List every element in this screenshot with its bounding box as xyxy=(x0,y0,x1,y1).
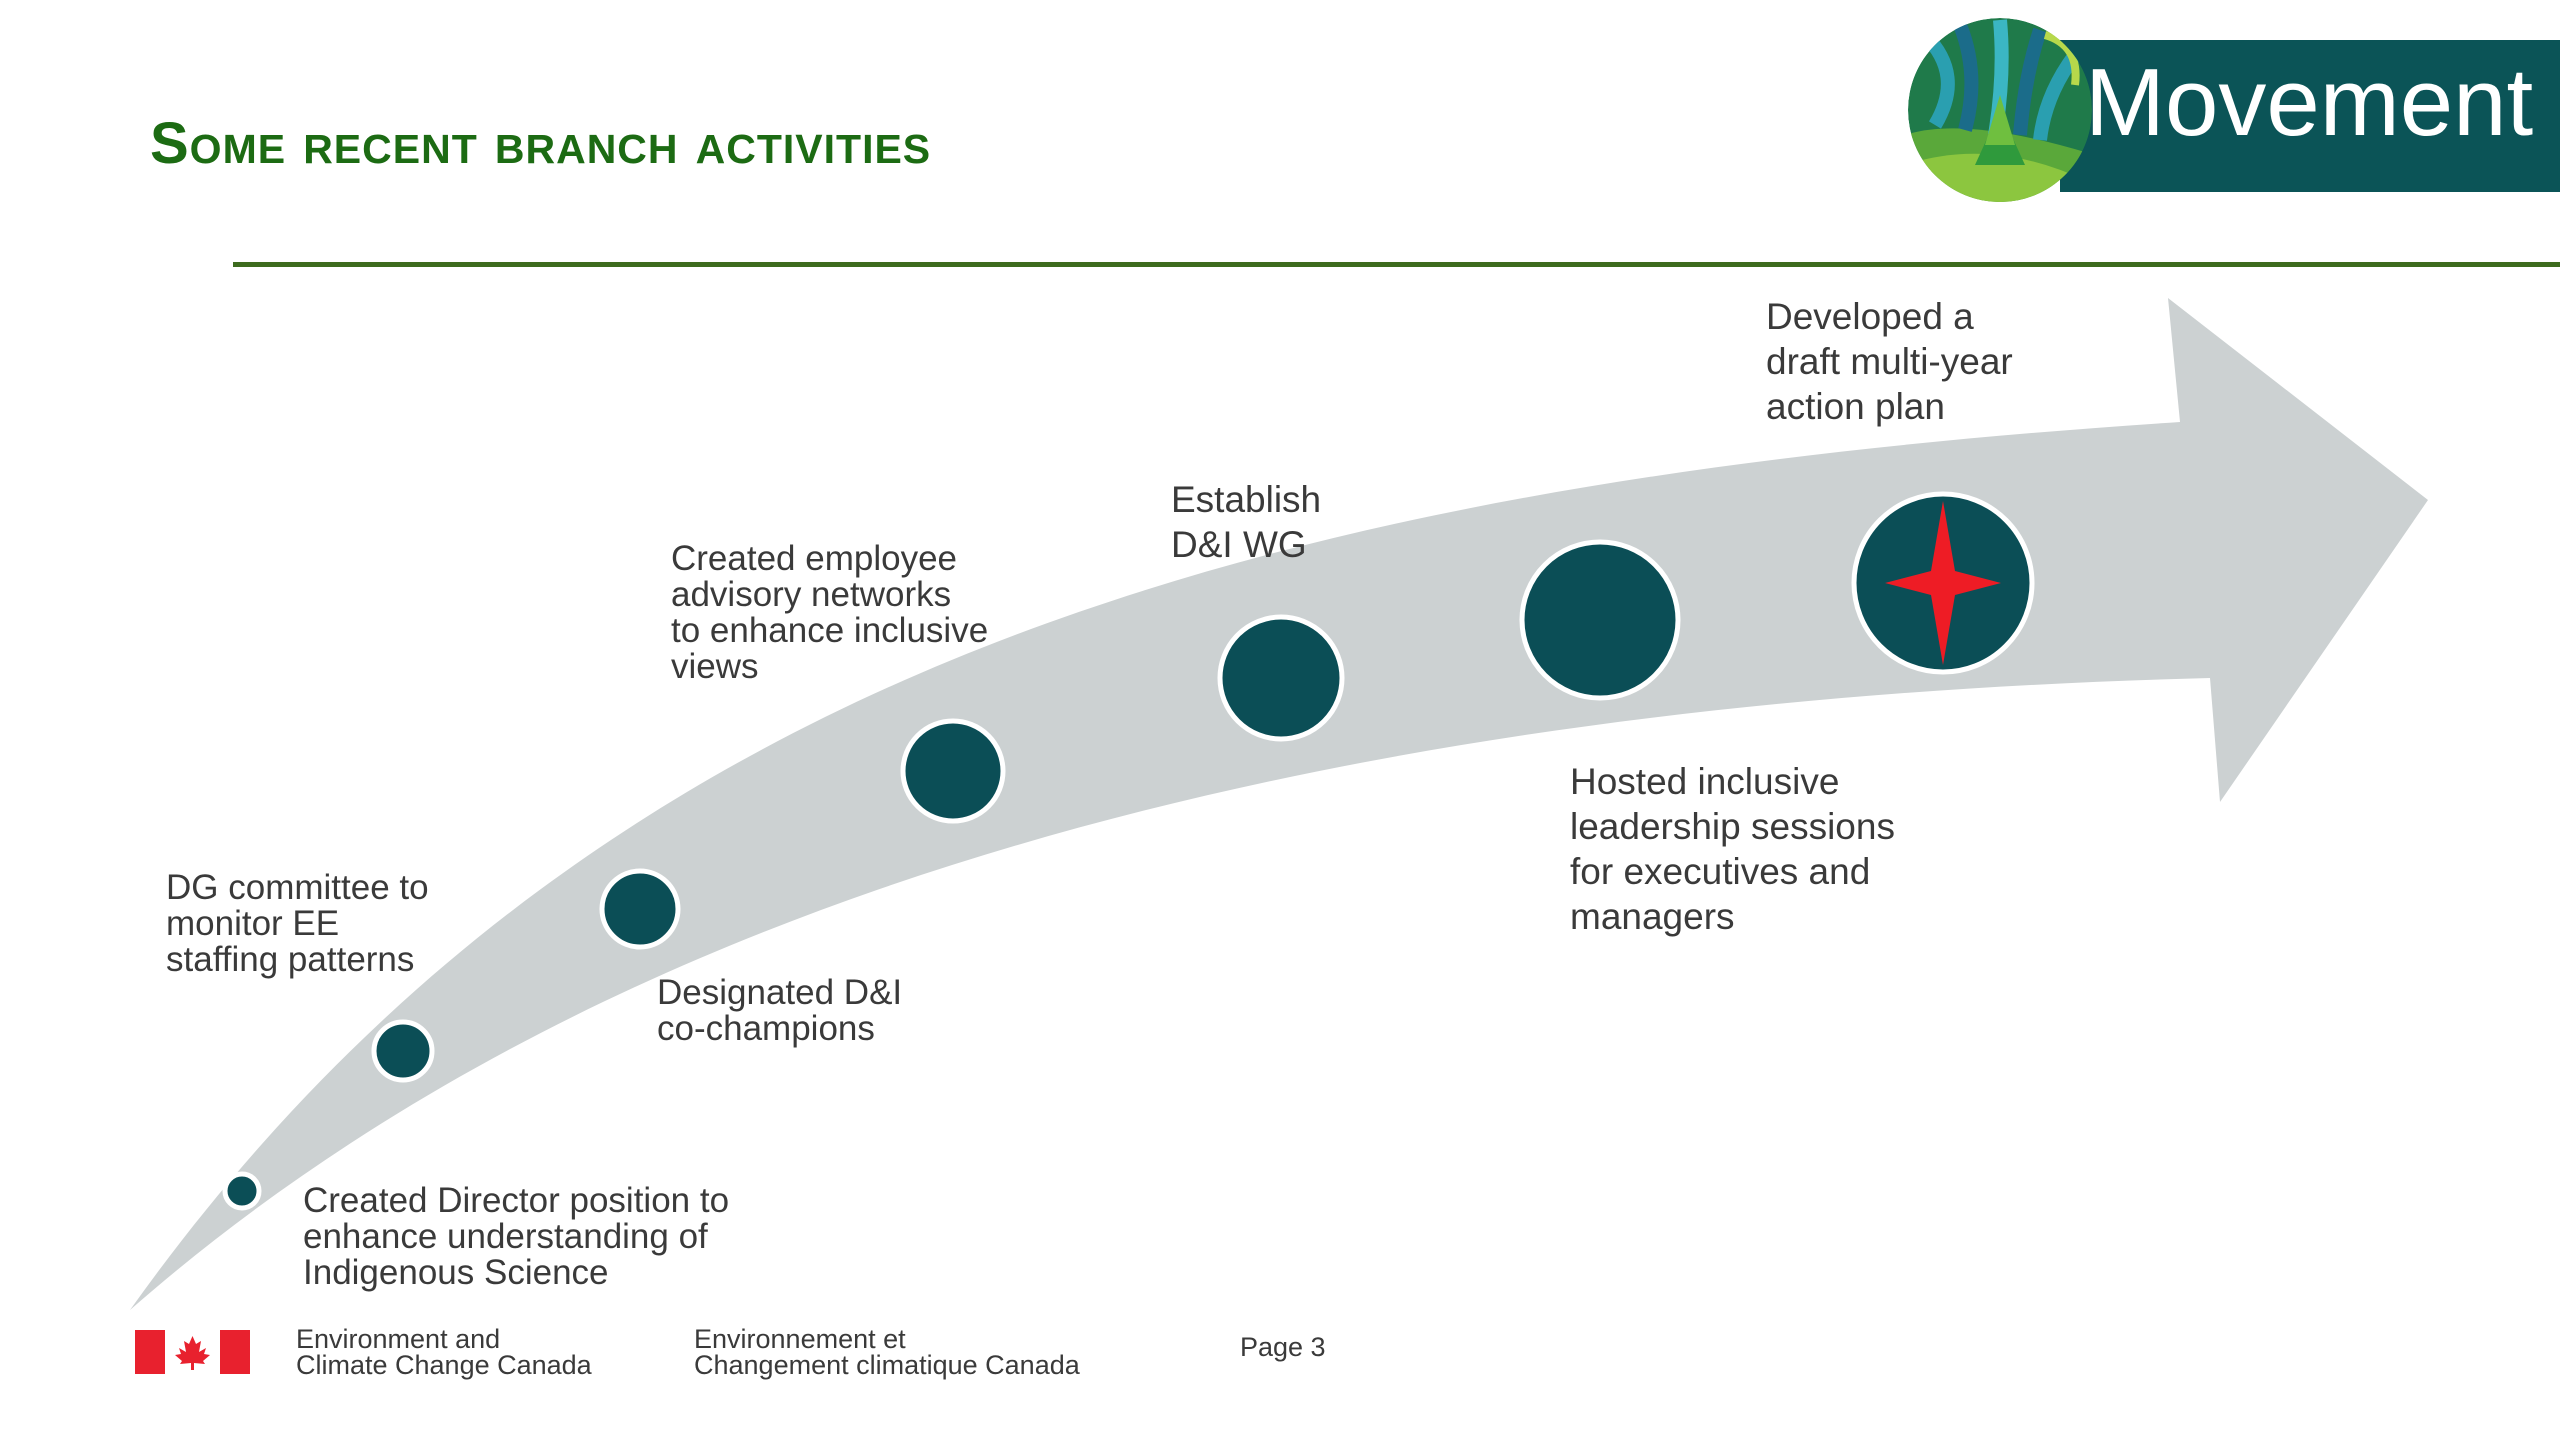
milestone-dot-1 xyxy=(222,1171,262,1211)
logo-banner xyxy=(2060,40,2560,192)
milestone-dot-6 xyxy=(1519,539,1681,701)
star-icon xyxy=(1885,501,2001,665)
milestone-dot-4 xyxy=(900,718,1006,824)
logo-emblem-icon xyxy=(1908,18,2092,202)
milestone-dot-5 xyxy=(1217,614,1345,742)
slide-title: Some recent branch activities xyxy=(150,111,932,176)
movement-logo: Movement xyxy=(1905,15,2560,205)
arrow-shape xyxy=(130,298,2428,1310)
activity-label-advisory-networks: Created employee advisory networks to en… xyxy=(671,539,989,686)
canada-flag-icon xyxy=(135,1330,250,1374)
activity-label-co-champions: Designated D&I co-champions xyxy=(657,973,903,1048)
footer-org-english: Environment and Climate Change Canada xyxy=(296,1324,592,1380)
logo-text: Movement xyxy=(2085,49,2534,156)
milestone-dot-3 xyxy=(599,868,681,950)
activity-label-dg-committee: DG committee to monitor EE staffing patt… xyxy=(166,868,429,979)
activity-label-action-plan: Developed a draft multi-year action plan xyxy=(1766,296,2013,427)
footer-org-french: Environnement et Changement climatique C… xyxy=(694,1324,1080,1380)
milestone-dot-2 xyxy=(371,1019,435,1083)
activity-label-leadership-sessions: Hosted inclusive leadership sessions for… xyxy=(1570,761,1895,937)
activity-label-director: Created Director position to enhance und… xyxy=(303,1181,730,1292)
page-number: Page 3 xyxy=(1240,1332,1326,1362)
activity-label-dni-wg: Establish D&I WG xyxy=(1171,479,1322,565)
title-divider xyxy=(233,262,2560,267)
